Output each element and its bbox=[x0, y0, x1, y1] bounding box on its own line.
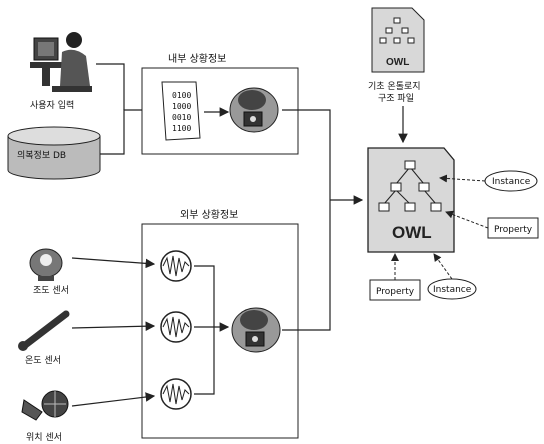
binary-line-3: 0010 bbox=[172, 113, 191, 122]
connector-internal-out bbox=[282, 109, 331, 200]
profile-db-label: 의복정보 DB bbox=[17, 150, 66, 161]
binary-line-1: 0100 bbox=[172, 91, 191, 100]
connector-instance-bottom bbox=[433, 253, 453, 280]
light-sensor-label: 조도 센서 bbox=[33, 285, 69, 296]
signal-wave-icon-3 bbox=[160, 378, 192, 410]
internal-context-title: 내부 상황정보 bbox=[168, 53, 226, 65]
signal-wave-icon-2 bbox=[160, 311, 192, 343]
owl-small-label: OWL bbox=[386, 57, 409, 68]
instance-bottom-label: Instance bbox=[433, 285, 472, 295]
ontology-file-icon: OWL bbox=[371, 7, 425, 73]
connector-external-out bbox=[282, 200, 331, 331]
processor-icon-2 bbox=[231, 307, 281, 353]
light-bulb-icon bbox=[29, 248, 63, 281]
database-icon bbox=[7, 126, 101, 180]
thermometer-icon bbox=[18, 310, 70, 351]
globe-satellite-icon bbox=[21, 390, 69, 421]
external-context-title: 외부 상황정보 bbox=[180, 209, 238, 221]
connector-wave1 bbox=[194, 265, 215, 330]
temp-sensor-label: 온도 센서 bbox=[25, 355, 61, 366]
binary-line-4: 1100 bbox=[172, 124, 191, 133]
property-bottom-label: Property bbox=[376, 287, 415, 297]
owl-big-label: OWL bbox=[392, 223, 432, 242]
user-input-label: 사용자 입력 bbox=[30, 99, 74, 111]
connector-instance-top bbox=[439, 174, 486, 183]
connector-wave3 bbox=[194, 330, 215, 395]
connector-temp bbox=[71, 321, 156, 332]
ontology-line-2: 구조 파일 bbox=[378, 93, 414, 104]
ontology-line-1: 기초 온톨로지 bbox=[368, 81, 421, 92]
signal-wave-icon-1 bbox=[160, 250, 192, 282]
connector-user bbox=[96, 63, 125, 110]
property-right-label: Property bbox=[494, 225, 533, 235]
user-at-computer-icon bbox=[30, 32, 92, 92]
connector-light bbox=[71, 257, 156, 269]
binary-line-2: 1000 bbox=[172, 102, 191, 111]
owl-document-icon: OWL bbox=[367, 147, 455, 253]
location-sensor-label: 위치 센서 bbox=[26, 431, 62, 443]
instance-top-label: Instance bbox=[492, 177, 531, 187]
processor-icon bbox=[229, 87, 279, 133]
binary-document-icon: 0100 1000 0010 1100 bbox=[161, 81, 201, 141]
connector-location bbox=[71, 392, 156, 407]
connector-property-right bbox=[445, 210, 489, 229]
